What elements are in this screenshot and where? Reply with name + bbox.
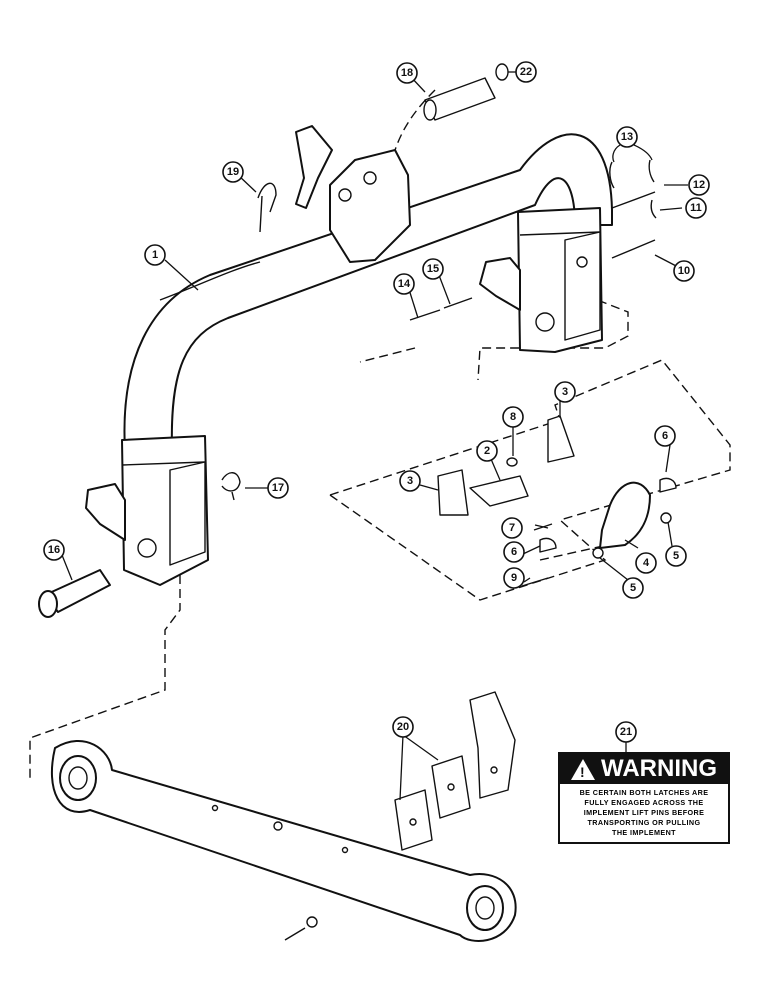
callout-3b: 3	[554, 381, 576, 403]
callout-21: 21	[615, 721, 637, 743]
callout-6a: 6	[654, 425, 676, 447]
callout-label: 12	[693, 179, 705, 191]
wear-pads	[394, 691, 516, 851]
callout-label: 6	[662, 430, 668, 442]
callout-5b: 5	[665, 545, 687, 567]
lower-lift-bar	[50, 740, 517, 942]
callout-18: 18	[396, 62, 418, 84]
loose-parts	[38, 63, 677, 618]
warning-line: BE CERTAIN BOTH LATCHES ARE	[579, 788, 709, 797]
callout-label: 3	[407, 475, 413, 487]
callout-6b: 6	[503, 541, 525, 563]
warning-text: BE CERTAIN BOTH LATCHES ARE FULLY ENGAGE…	[560, 784, 728, 838]
callout-13: 13	[616, 126, 638, 148]
callout-label: 19	[227, 166, 239, 178]
callout-22: 22	[515, 61, 537, 83]
callout-label: 16	[48, 544, 60, 556]
callout-17: 17	[267, 477, 289, 499]
callout-9: 9	[503, 567, 525, 589]
callout-label: 7	[509, 522, 515, 534]
warning-decal: ! WARNING BE CERTAIN BOTH LATCHES ARE FU…	[558, 752, 730, 844]
warning-line: IMPLEMENT LIFT PINS BEFORE	[583, 808, 705, 817]
callout-3a: 3	[399, 470, 421, 492]
callout-8: 8	[502, 406, 524, 428]
warning-line: THE IMPLEMENT	[612, 828, 676, 837]
callout-label: 13	[621, 131, 633, 143]
callout-14: 14	[393, 273, 415, 295]
callout-16: 16	[43, 539, 65, 561]
warning-line: FULLY ENGAGED ACROSS THE	[584, 798, 704, 807]
callout-label: 4	[643, 557, 650, 569]
warning-title: WARNING	[601, 755, 717, 782]
warning-triangle-icon: !	[571, 758, 595, 780]
callout-label: 5	[673, 550, 679, 562]
callout-10: 10	[673, 260, 695, 282]
callout-5a: 5	[622, 577, 644, 599]
callout-19: 19	[222, 161, 244, 183]
callout-1: 1	[144, 244, 166, 266]
callout-label: 2	[484, 445, 490, 457]
callout-label: 14	[398, 278, 411, 290]
callout-label: 15	[427, 263, 439, 275]
callout-label: 1	[152, 249, 158, 261]
warning-symbol: !	[580, 763, 585, 780]
callout-20: 20	[392, 716, 414, 738]
callout-label: 5	[630, 582, 636, 594]
callout-7: 7	[501, 517, 523, 539]
callout-label: 22	[520, 66, 532, 78]
callout-label: 6	[511, 546, 517, 558]
callout-label: 8	[510, 411, 516, 423]
callout-label: 17	[272, 482, 284, 494]
hitch-frame	[85, 125, 613, 586]
warning-header: ! WARNING	[560, 754, 728, 784]
callout-label: 20	[397, 721, 409, 733]
callout-11: 11	[685, 197, 707, 219]
callout-label: 21	[620, 726, 632, 738]
callout-label: 18	[401, 67, 413, 79]
warning-line: TRANSPORTING OR PULLING	[587, 818, 701, 827]
callout-4: 4	[635, 552, 657, 574]
callout-15: 15	[422, 258, 444, 280]
callout-2: 2	[476, 440, 498, 462]
callout-label: 3	[562, 386, 568, 398]
callout-label: 11	[690, 202, 702, 214]
callout-12: 12	[688, 174, 710, 196]
callout-label: 10	[678, 265, 690, 277]
callout-label: 9	[511, 572, 517, 584]
